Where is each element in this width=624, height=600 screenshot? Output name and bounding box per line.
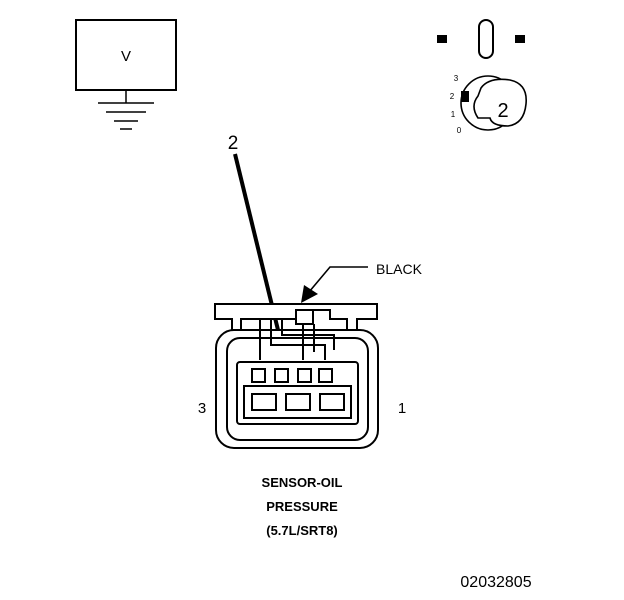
voltmeter-box	[75, 19, 177, 91]
cavity-tab-1	[251, 368, 266, 383]
caption-line-1: SENSOR-OIL	[262, 475, 343, 490]
cavity-tab-4	[318, 368, 333, 383]
dial-position-3: 3	[454, 74, 459, 83]
terminal-left-icon	[437, 35, 447, 43]
wire-leader-arrow	[301, 266, 368, 303]
wire-color-label: BLACK	[376, 261, 423, 277]
dial-marker-icon	[461, 91, 469, 102]
terminal-slot-icon	[478, 19, 494, 59]
pin-slot-2	[285, 393, 311, 411]
figure-id: 02032805	[460, 574, 531, 591]
terminal-right-icon	[515, 35, 525, 43]
cavity-tab-3	[297, 368, 312, 383]
ground-icon	[98, 102, 154, 130]
pin-label-left: 3	[198, 400, 206, 417]
dial-position-2: 2	[450, 92, 455, 101]
voltmeter-label: V	[121, 48, 131, 65]
callout-number: 2	[228, 133, 239, 154]
wire-channels	[259, 319, 335, 360]
pin-slot-3	[251, 393, 277, 411]
knob-icon	[460, 75, 527, 131]
voltmeter-symbol: V	[75, 19, 177, 130]
cavity-tab-2	[274, 368, 289, 383]
dial-position-1: 1	[451, 110, 456, 119]
latch-key	[295, 309, 314, 325]
pin-slot-1	[319, 393, 345, 411]
caption-line-2: PRESSURE	[266, 499, 338, 514]
caption-line-3: (5.7L/SRT8)	[266, 523, 338, 538]
dial-selected-value: 2	[497, 100, 508, 122]
pin-label-right: 1	[398, 400, 406, 417]
connector-body	[214, 303, 379, 449]
switch-dial: 3 2 1 0 2	[437, 19, 527, 135]
dial-position-0: 0	[457, 126, 462, 135]
